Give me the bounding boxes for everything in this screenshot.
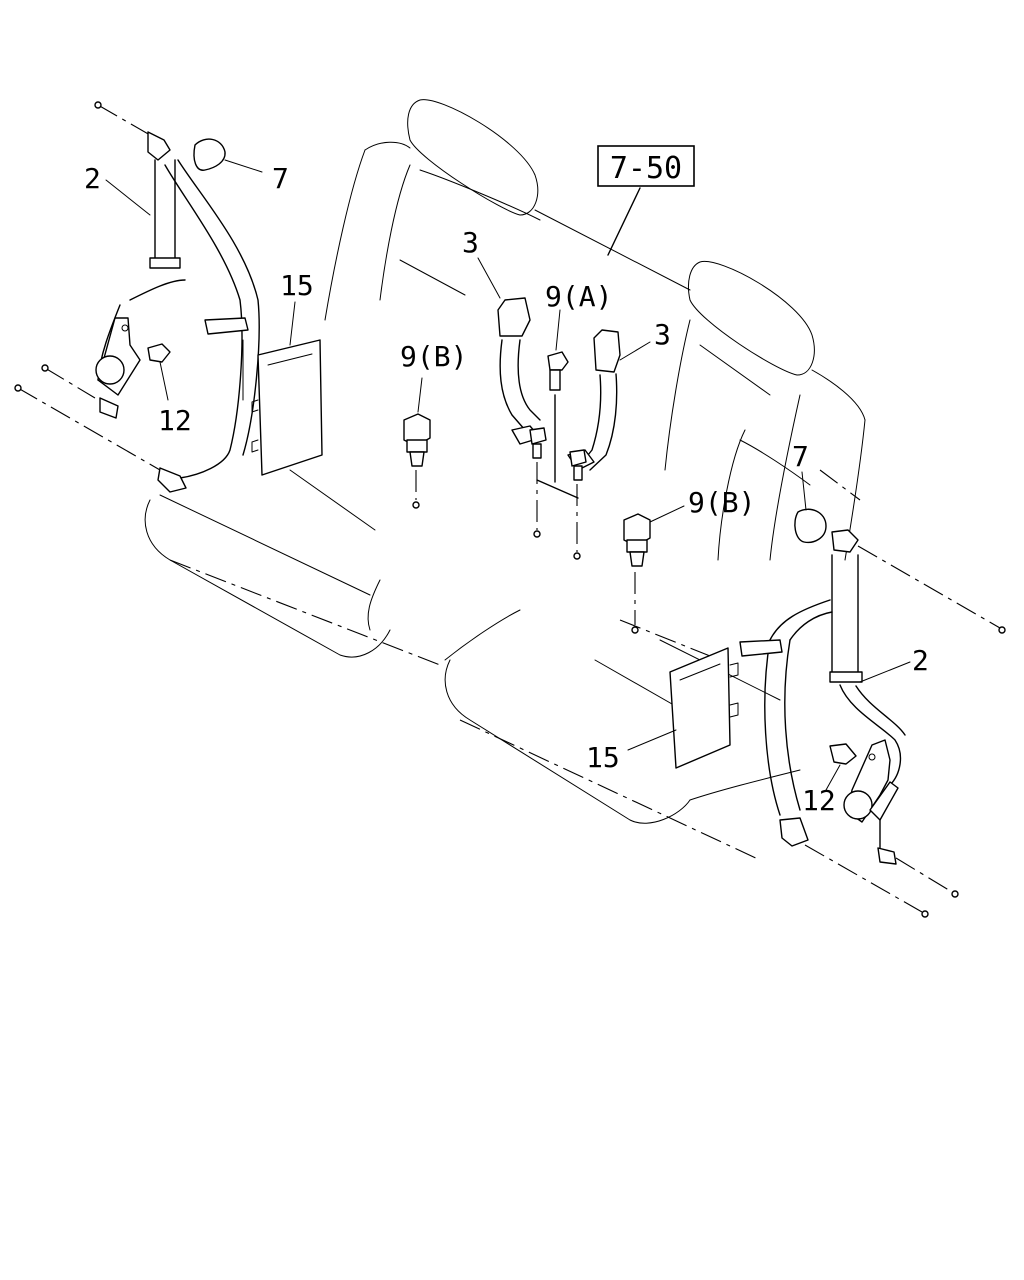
- left-bolt-part: [403, 377, 431, 509]
- callout-center-bolt: 9(A): [545, 280, 612, 313]
- callout-left-bolt-12: 12: [158, 404, 192, 437]
- callout-right-outer-belt: 2: [912, 644, 929, 677]
- reference-label: 7-50: [610, 151, 682, 186]
- left-outer-seat-belt: [14, 101, 260, 493]
- callout-right-bolt-12: 12: [802, 784, 836, 817]
- left-cover-part: [193, 138, 263, 173]
- callout-left-trim: 15: [280, 269, 314, 302]
- right-cover-part: [794, 471, 827, 544]
- callout-labels: 2 7 15 12 3 9(A) 3 9(B) 9(B) 7 2 15 12: [84, 162, 929, 817]
- left-center-buckle: [477, 257, 541, 445]
- right-center-buckle: [567, 329, 651, 471]
- rear-seat-outline: [144, 99, 866, 861]
- callout-left-buckle: 3: [462, 226, 479, 259]
- right-outer-seat-belt: [739, 529, 1006, 918]
- right-bolt-part: [623, 505, 685, 634]
- center-bolt-part: [529, 309, 587, 560]
- right-trim-panel: [627, 647, 739, 769]
- callout-right-trim: 15: [586, 741, 620, 774]
- callout-left-bolt: 9(B): [400, 340, 467, 373]
- callout-right-bolt: 9(B): [688, 486, 755, 519]
- callout-right-cover: 7: [792, 440, 809, 473]
- left-trim-panel: [251, 301, 323, 476]
- reference-box: 7-50: [597, 145, 695, 256]
- callout-left-cover: 7: [272, 162, 289, 195]
- callout-right-buckle: 3: [654, 318, 671, 351]
- callout-left-outer-belt: 2: [84, 162, 101, 195]
